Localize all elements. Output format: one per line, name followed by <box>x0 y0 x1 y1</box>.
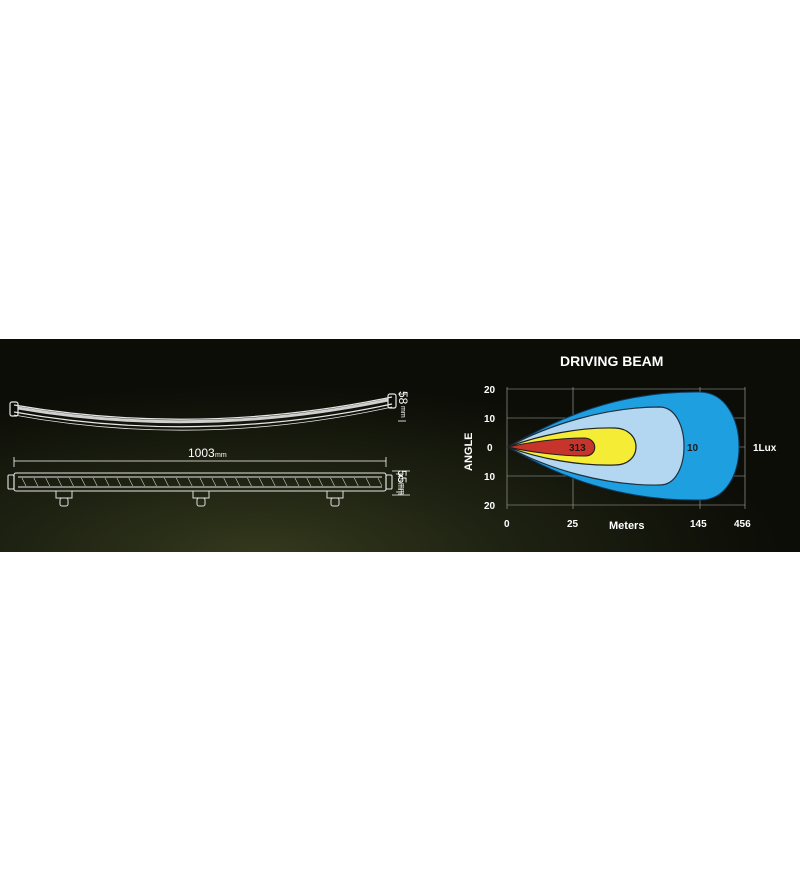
led-segment-divider <box>235 477 240 487</box>
height-dimension-lines <box>392 470 410 496</box>
curve-height-unit: mm <box>399 406 406 418</box>
y-tick-20-top: 20 <box>484 385 496 396</box>
banner-graphic: 58 mm 1003 mm 55 mm 45 mm DRIVING BEAM <box>7 353 777 532</box>
led-segment-divider <box>270 477 276 487</box>
y-axis-label: ANGLE <box>463 433 475 472</box>
led-segment-divider <box>128 477 134 487</box>
led-segment-divider <box>294 477 300 487</box>
mounting-bracket-right <box>326 490 344 507</box>
led-segment-divider <box>175 477 181 487</box>
light-bar-front-view <box>7 472 393 492</box>
led-segment-divider <box>342 477 347 487</box>
led-segment-divider <box>140 477 145 487</box>
led-segment-divider <box>377 477 383 487</box>
x-tick-0: 0 <box>504 519 510 530</box>
led-segment-divider <box>247 477 252 487</box>
led-segment-divider <box>164 477 169 487</box>
curved-light-bar-top-view <box>9 393 397 431</box>
inner-height-unit: mm <box>396 483 403 495</box>
product-banner: 58 mm 1003 mm 55 mm 45 mm DRIVING BEAM <box>0 339 800 552</box>
led-segment-divider <box>69 477 74 487</box>
led-segment-divider <box>21 477 27 487</box>
led-segment-divider <box>104 477 110 487</box>
led-segment-divider <box>282 477 288 487</box>
led-segment-divider <box>92 477 98 487</box>
y-tick-10-bottom: 10 <box>484 472 496 483</box>
led-segment-divider <box>57 477 62 487</box>
led-segment-divider <box>330 477 335 487</box>
inner-height-value: 45 <box>396 474 403 482</box>
led-segment-divider <box>152 477 157 487</box>
x-tick-25: 25 <box>567 519 579 530</box>
zone-label-core: 313 <box>569 443 586 454</box>
led-segment-divider <box>211 477 217 487</box>
led-segments <box>21 477 383 487</box>
beam-zone-core <box>507 437 596 457</box>
outer-height-unit: mm <box>398 483 405 495</box>
led-segment-divider <box>187 477 193 487</box>
length-dimension-line <box>13 457 387 467</box>
length-unit: mm <box>215 452 227 459</box>
x-tick-456: 456 <box>734 519 751 530</box>
led-segment-divider <box>33 477 39 487</box>
led-segment-divider <box>353 477 359 487</box>
mounting-bracket-left <box>55 490 73 507</box>
outer-height-value: 55 <box>395 470 409 484</box>
zone-label-outer: 1Lux <box>753 443 777 454</box>
led-segment-divider <box>116 477 122 487</box>
length-value: 1003 <box>188 446 215 460</box>
curve-height-value: 58 <box>396 391 410 405</box>
led-segment-divider <box>81 477 86 487</box>
y-tick-0: 0 <box>487 443 493 454</box>
x-tick-145: 145 <box>690 519 707 530</box>
y-tick-10-top: 10 <box>484 414 496 425</box>
led-segment-divider <box>45 477 51 487</box>
zone-label-mid: 10 <box>687 443 699 454</box>
beam-title: DRIVING BEAM <box>560 353 663 369</box>
led-segment-divider <box>306 477 312 487</box>
led-segment-divider <box>318 477 323 487</box>
y-tick-20-bottom: 20 <box>484 501 496 512</box>
led-segment-divider <box>365 477 371 487</box>
curve-height-dimension <box>398 393 406 422</box>
led-segment-divider <box>259 477 264 487</box>
led-segment-divider <box>199 477 205 487</box>
mounting-bracket-center <box>192 490 210 507</box>
x-axis-label: Meters <box>609 520 644 532</box>
led-segment-divider <box>223 477 229 487</box>
